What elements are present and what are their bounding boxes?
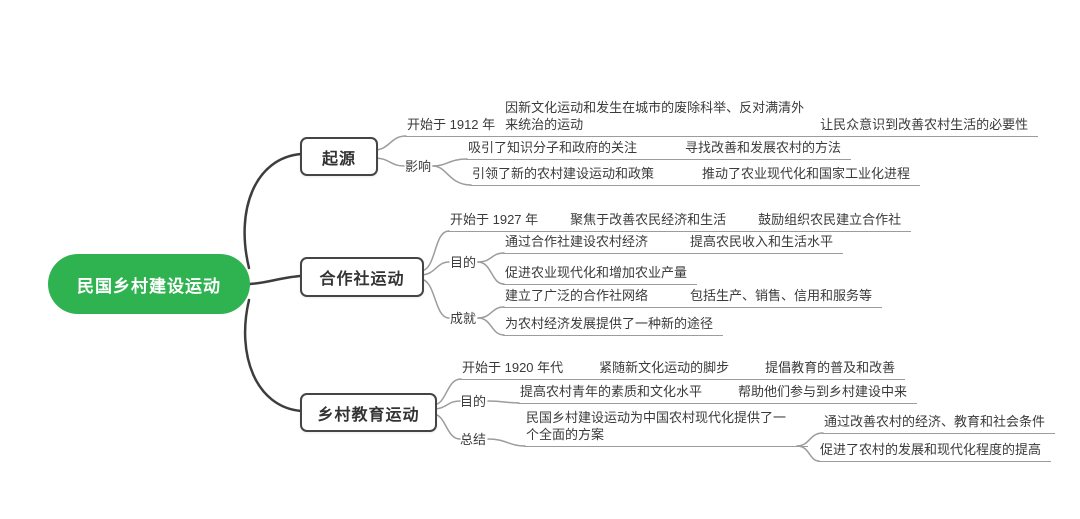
branch-topic-origin[interactable]: 起源 [300, 137, 378, 176]
topic-origin-awareness[interactable]: 让民众意识到改善农村生活的必要性 [820, 117, 1029, 132]
topic-row: 民国乡村建设运动为中国农村现代化提供了一个全面的方案 [524, 409, 808, 447]
curve-achievement-row2 [477, 317, 505, 336]
topic-row: 为农村经济发展提供了一种新的途径 [503, 315, 724, 336]
curve-influence-row2 [432, 165, 472, 186]
curve-edu-summary [432, 413, 461, 440]
curve-purpose-row2 [477, 261, 505, 285]
topic-edu-follow[interactable]: 紧随新文化运动的脚步 [599, 360, 730, 375]
curve-edupurpose-row [487, 400, 520, 404]
curve-origin-influence [373, 157, 405, 167]
topic-row: 开始于 1920 年代 紧随新文化运动的脚步 提倡教育的普及和改善 [460, 359, 906, 380]
root-branch-curves [243, 152, 303, 413]
curve-achievement-row1 [477, 306, 505, 319]
topic-influence-lead[interactable]: 引领了新的农村建设运动和政策 [472, 166, 655, 181]
branch-topic-cooperative[interactable]: 合作社运动 [300, 257, 424, 297]
curve-coop-purpose [419, 261, 450, 276]
topic-row: 促进了农村的发展和现代化程度的提高 [818, 441, 1052, 462]
curve-root-edu [243, 298, 303, 413]
topic-row: 开始于 1927 年 聚焦于改善农民经济和生活 鼓励组织农民建立合作社 [448, 211, 912, 232]
topic-row: 促进农业现代化和增加农业产量 [503, 264, 698, 285]
topic-influence-promote[interactable]: 推动了农业现代化和国家工业化进程 [702, 166, 911, 181]
topic-row: 建立了广泛的合作社网络 包括生产、销售、信用和服务等 [503, 287, 883, 308]
curve-influence-row1 [432, 158, 468, 167]
topic-edu-quality[interactable]: 提高农村青年的素质和文化水平 [520, 384, 703, 399]
label-influence[interactable]: 影响 [405, 159, 432, 174]
topic-edu-advocate[interactable]: 提倡教育的普及和改善 [765, 360, 896, 375]
topic-coop-start[interactable]: 开始于 1927 年 [450, 212, 539, 227]
branch-topic-education[interactable]: 乡村教育运动 [300, 393, 437, 432]
topic-coop-new-path[interactable]: 为农村经济发展提供了一种新的途径 [505, 316, 714, 331]
topic-influence-attract[interactable]: 吸引了知识分子和政府的关注 [468, 140, 638, 155]
sub-branch-curves [373, 135, 824, 462]
curve-root-coop [248, 274, 303, 286]
topic-edu-start[interactable]: 开始于 1920 年代 [462, 360, 564, 375]
label-coop-purpose[interactable]: 目的 [450, 255, 477, 270]
topic-origin-start[interactable]: 开始于 1912 年 [407, 117, 496, 132]
curve-origin-start [373, 135, 407, 151]
curve-edu-purpose [432, 400, 461, 410]
topic-coop-network-scope[interactable]: 包括生产、销售、信用和服务等 [690, 288, 873, 303]
topic-row: 吸引了知识分子和政府的关注 寻找改善和发展农村的方法 [466, 139, 852, 160]
curve-root-origin [243, 152, 303, 270]
topic-coop-modernize[interactable]: 促进农业现代化和增加农业产量 [505, 265, 688, 280]
topic-edu-participate[interactable]: 帮助他们参与到乡村建设中来 [738, 384, 908, 399]
topic-coop-build-economy[interactable]: 通过合作社建设农村经济 [505, 234, 649, 249]
root-topic[interactable]: 民国乡村建设运动 [48, 254, 250, 314]
topic-summary-plan[interactable]: 民国乡村建设运动为中国农村现代化提供了一个全面的方案 [526, 410, 787, 442]
curve-summary-node [487, 438, 526, 447]
topic-coop-network[interactable]: 建立了广泛的合作社网络 [505, 288, 649, 303]
topic-row: 开始于 1912 年 因新文化运动和发生在城市的废除科举、反对满清外来统治的运动… [405, 99, 1039, 137]
label-edu-summary[interactable]: 总结 [460, 432, 487, 447]
curve-purpose-row1 [477, 252, 505, 263]
curve-coop-start [419, 230, 450, 272]
topic-coop-raise-income[interactable]: 提高农民收入和生活水平 [690, 234, 834, 249]
topic-row: 提高农村青年的素质和文化水平 帮助他们参与到乡村建设中来 [518, 383, 918, 404]
label-edu-purpose[interactable]: 目的 [460, 394, 487, 409]
topic-row: 通过合作社建设农村经济 提高农民收入和生活水平 [503, 233, 844, 254]
topic-coop-encourage[interactable]: 鼓励组织农民建立合作社 [758, 212, 902, 227]
topic-origin-cause[interactable]: 因新文化运动和发生在城市的废除科举、反对满清外来统治的运动 [505, 100, 805, 132]
topic-row: 引领了新的农村建设运动和政策 推动了农业现代化和国家工业化进程 [470, 165, 921, 186]
topic-row: 通过改善农村的经济、教育和社会条件 [822, 413, 1056, 434]
curve-coop-achievement [419, 278, 450, 319]
label-coop-achievement[interactable]: 成就 [450, 311, 477, 326]
topic-summary-promote[interactable]: 促进了农村的发展和现代化程度的提高 [820, 442, 1042, 457]
curve-summary-row2 [796, 445, 820, 462]
topic-influence-seek[interactable]: 寻找改善和发展农村的方法 [685, 140, 842, 155]
topic-coop-focus[interactable]: 聚焦于改善农民经济和生活 [570, 212, 727, 227]
topic-summary-improve[interactable]: 通过改善农村的经济、教育和社会条件 [824, 414, 1046, 429]
